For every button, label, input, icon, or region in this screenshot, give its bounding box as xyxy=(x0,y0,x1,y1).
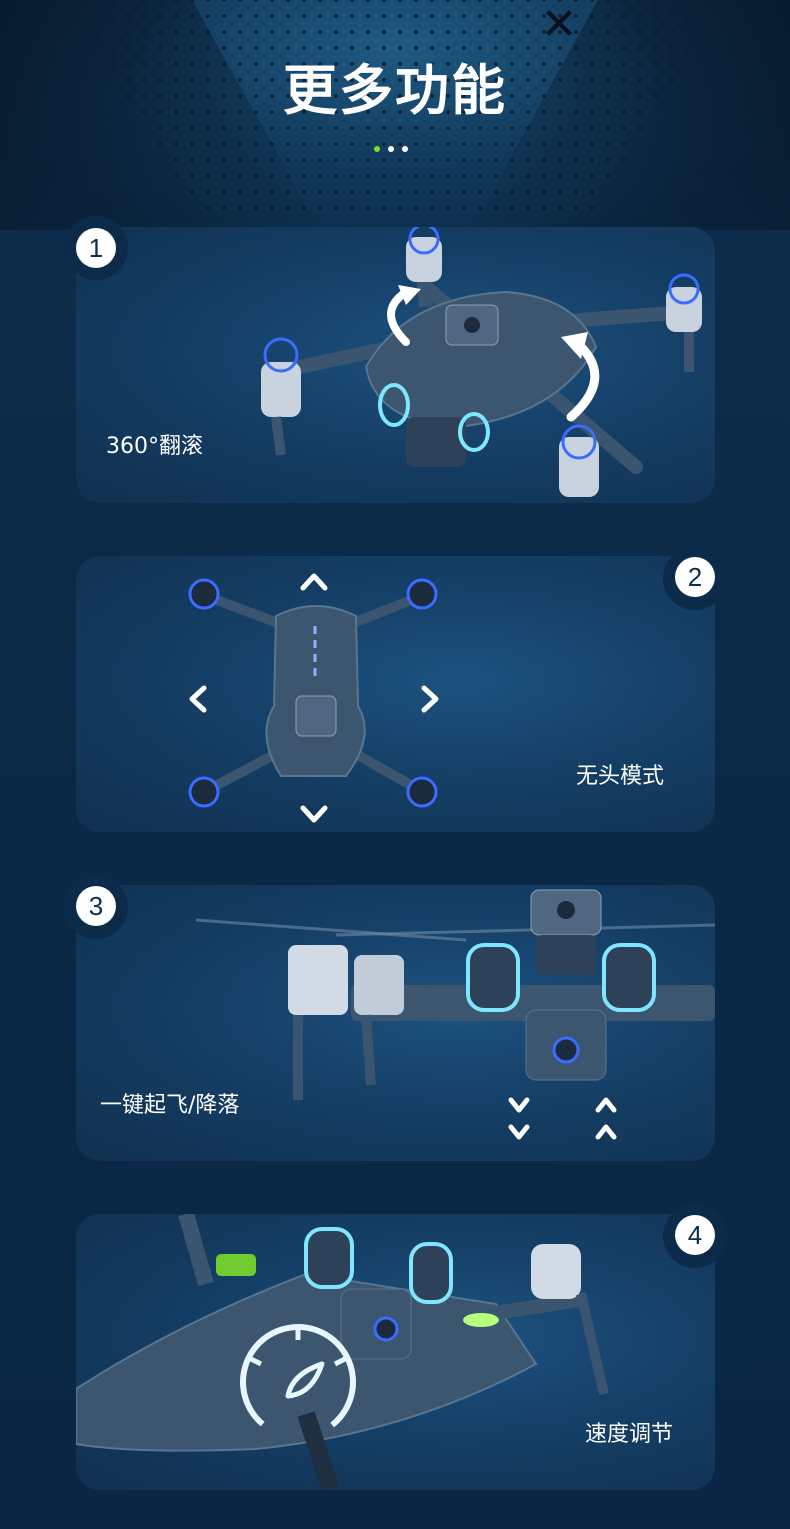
feature-number-badge-1: 1 xyxy=(76,228,116,268)
feature-label-flip: 360°翻滚 xyxy=(106,434,203,459)
drone-takeoff-illustration xyxy=(195,889,715,1140)
feature-card-headless xyxy=(76,556,715,832)
feature-number-badge-4: 4 xyxy=(675,1215,715,1255)
pager-dots xyxy=(374,146,408,152)
pager-dot-1[interactable] xyxy=(374,146,380,152)
drone-flip-illustration xyxy=(261,227,702,497)
drone-speed-illustration xyxy=(76,1214,609,1490)
feature-card-flip xyxy=(76,227,715,503)
feature-label-takeoff-land: 一键起飞/降落 xyxy=(100,1093,240,1118)
close-icon[interactable]: ✕ xyxy=(540,0,578,50)
feature-label-speed: 速度调节 xyxy=(585,1422,674,1447)
feature-card-takeoff-land xyxy=(76,885,715,1161)
header-ceiling-background xyxy=(0,0,790,230)
page-title: 更多功能 xyxy=(283,59,507,122)
feature-number-badge-3: 3 xyxy=(76,886,116,926)
feature-card-speed xyxy=(76,1214,715,1490)
pager-dot-3[interactable] xyxy=(402,146,408,152)
pager-dot-2[interactable] xyxy=(388,146,394,152)
feature-number-badge-2: 2 xyxy=(675,557,715,597)
feature-label-headless: 无头模式 xyxy=(576,764,665,789)
drone-headless-illustration xyxy=(188,573,439,823)
